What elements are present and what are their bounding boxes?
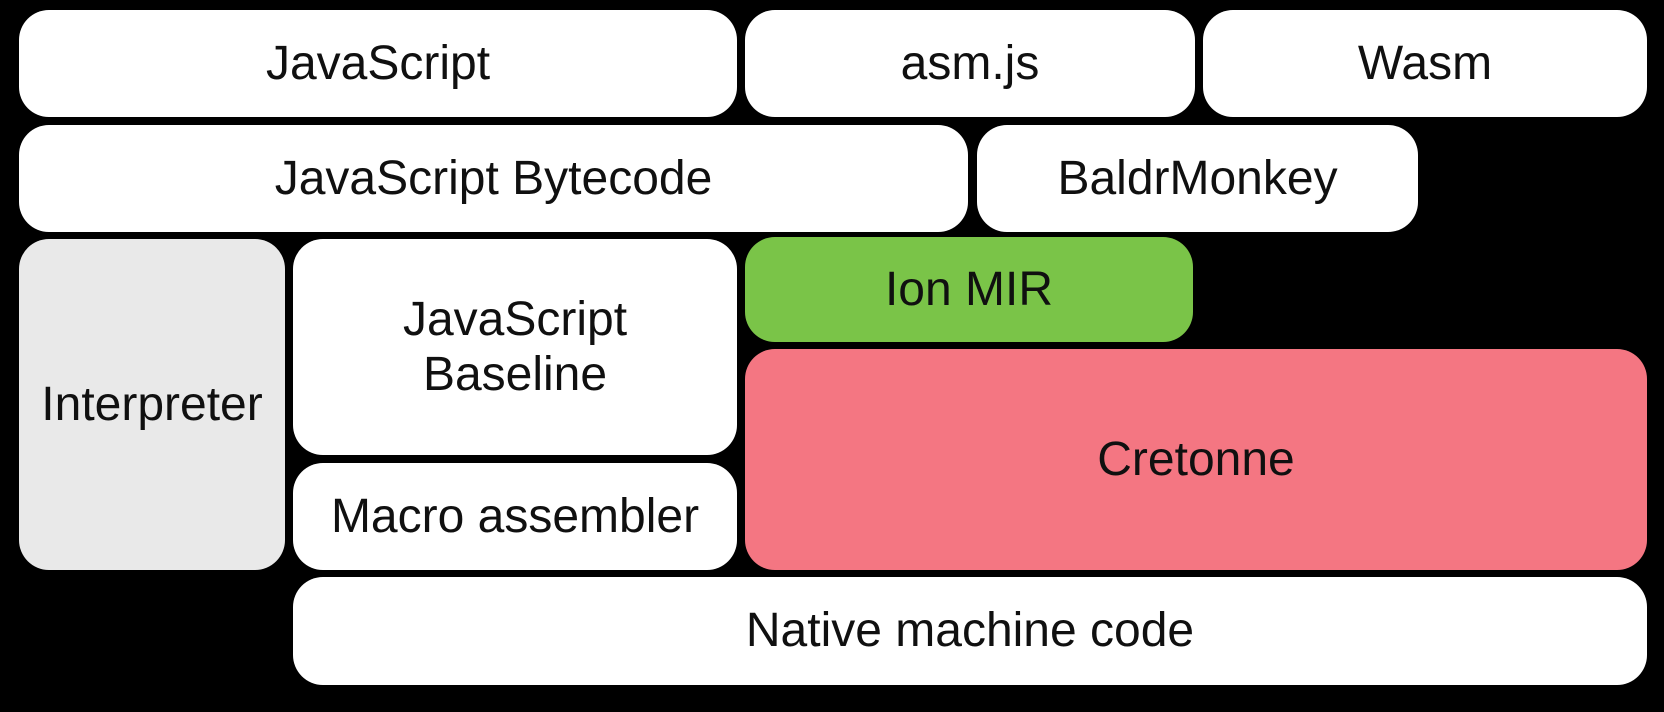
box-javascript-label: JavaScript	[265, 36, 491, 90]
box-wasm-label: Wasm	[1357, 36, 1493, 90]
box-ion-mir-label: Ion MIR	[884, 262, 1054, 316]
box-javascript-baseline-label: JavaScript Baseline	[402, 292, 628, 401]
box-native-machine-code: Native machine code	[293, 577, 1647, 685]
box-macro-assembler: Macro assembler	[293, 463, 737, 570]
box-macro-assembler-label: Macro assembler	[330, 489, 700, 543]
box-cretonne-label: Cretonne	[1097, 432, 1295, 486]
box-interpreter: Interpreter	[19, 239, 285, 570]
box-javascript-bytecode-label: JavaScript Bytecode	[274, 151, 713, 205]
box-asm-js: asm.js	[745, 10, 1195, 117]
box-interpreter-label: Interpreter	[41, 377, 263, 431]
box-cretonne: Cretonne	[745, 349, 1647, 570]
box-baldrmonkey: BaldrMonkey	[977, 125, 1418, 232]
box-asm-js-label: asm.js	[900, 36, 1040, 90]
box-native-machine-code-label: Native machine code	[745, 604, 1195, 658]
box-javascript: JavaScript	[19, 10, 737, 117]
box-baldrmonkey-label: BaldrMonkey	[1057, 151, 1338, 205]
box-javascript-bytecode: JavaScript Bytecode	[19, 125, 968, 232]
box-wasm: Wasm	[1203, 10, 1647, 117]
box-ion-mir: Ion MIR	[745, 237, 1193, 342]
box-javascript-baseline: JavaScript Baseline	[293, 239, 737, 455]
